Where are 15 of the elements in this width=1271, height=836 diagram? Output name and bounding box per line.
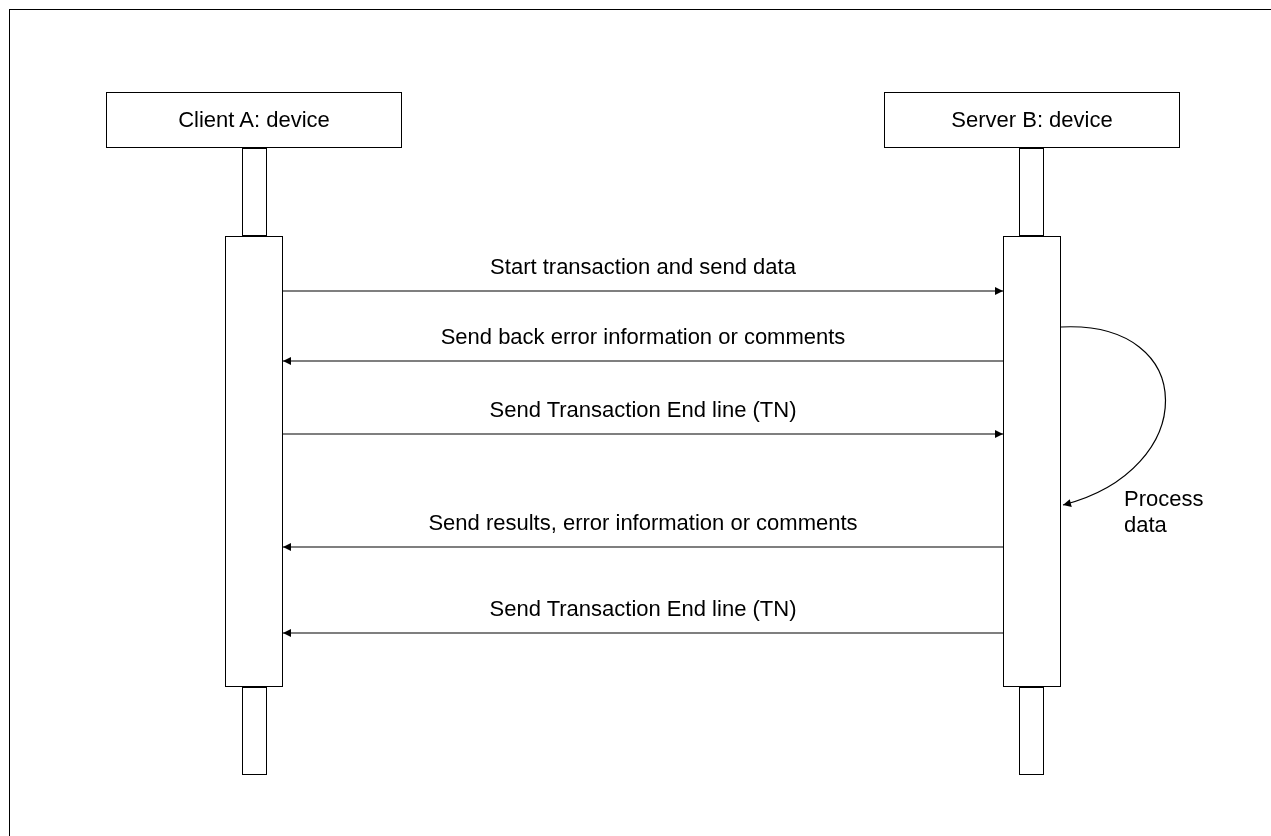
activation-bar [225,236,283,687]
message-arrow [282,357,1004,365]
activation-bar [1003,236,1061,687]
lifeline [242,687,267,775]
lifeline [1019,687,1044,775]
message-arrow [282,430,1004,438]
message-arrow [282,287,1004,295]
lifeline [242,148,267,236]
message-arrow [282,629,1004,637]
edge-label: Process data [1123,486,1205,538]
participant-box: Client A: device [106,92,402,148]
message-arrow [1060,326,1167,507]
lifeline [1019,148,1044,236]
participant-box: Server B: device [884,92,1180,148]
message-arrow [282,543,1004,551]
